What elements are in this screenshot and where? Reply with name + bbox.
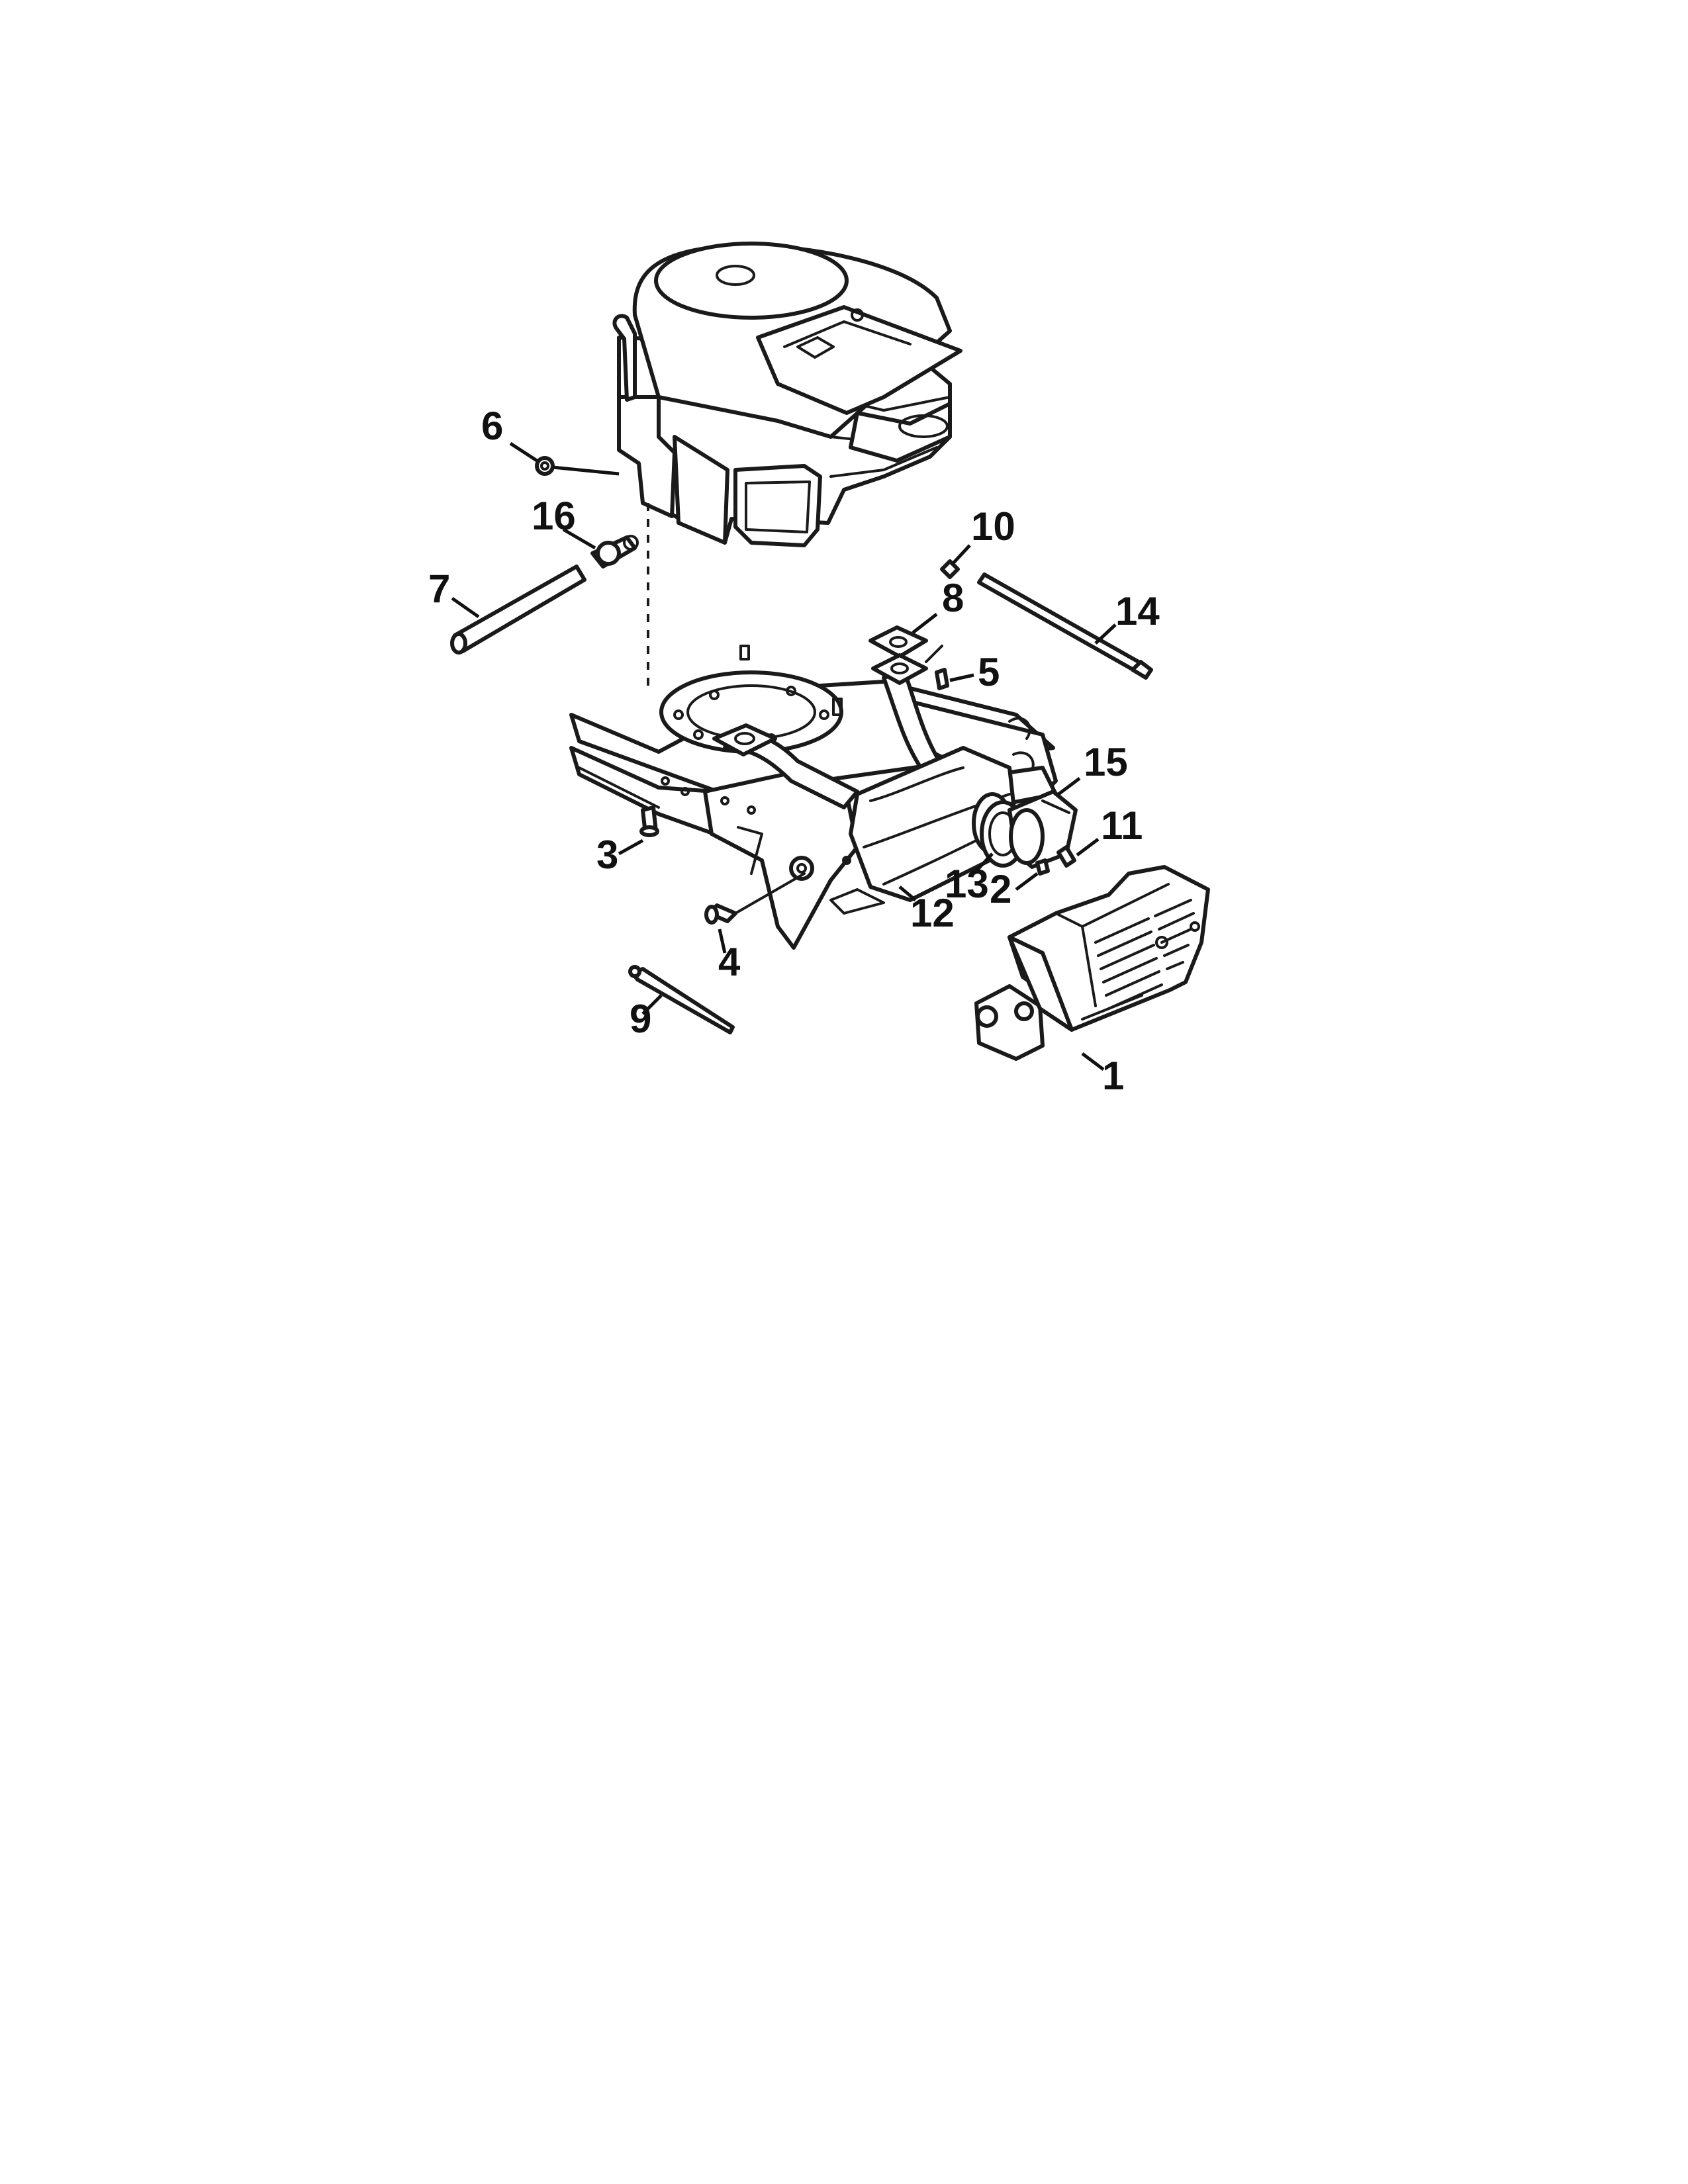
exhaust-pipes	[712, 653, 941, 809]
fitting-16	[590, 535, 639, 569]
gasket-8	[868, 625, 928, 659]
callout-4: 4	[718, 940, 741, 984]
clip-10	[940, 559, 960, 579]
rod-14	[977, 572, 1153, 680]
callout-3: 3	[596, 833, 618, 877]
callout-11: 11	[1101, 803, 1143, 848]
screw-11	[1056, 845, 1076, 868]
muffler-guard-1	[974, 865, 1210, 1061]
callout-2: 2	[990, 867, 1011, 911]
callout-10: 10	[971, 504, 1015, 549]
callout-labels: 1 2 3 4 5 6 7 8 9 10 11 12 13 14 15 16	[428, 404, 1160, 1098]
bolt-4	[704, 872, 806, 925]
leader-lines	[451, 441, 1117, 1071]
callout-9: 9	[630, 997, 651, 1041]
callout-6: 6	[481, 404, 503, 448]
callout-13: 13	[945, 862, 989, 906]
bolt-2	[1035, 858, 1050, 876]
callout-16: 16	[532, 494, 576, 538]
engine-assembly	[612, 242, 962, 547]
callout-8: 8	[942, 576, 964, 620]
deflector-15	[1008, 790, 1078, 869]
callout-12: 12	[910, 891, 955, 935]
nut-6	[535, 456, 555, 476]
callout-1: 1	[1102, 1054, 1124, 1098]
hose-7	[450, 565, 586, 655]
bolt-5	[925, 645, 949, 690]
guard-slots	[1081, 899, 1195, 1021]
cable-tie-9	[628, 965, 735, 1034]
callout-5: 5	[978, 650, 1000, 694]
callout-15: 15	[1084, 740, 1128, 784]
callout-14: 14	[1115, 589, 1160, 633]
callout-7: 7	[428, 567, 450, 611]
bolt-3	[639, 805, 659, 837]
